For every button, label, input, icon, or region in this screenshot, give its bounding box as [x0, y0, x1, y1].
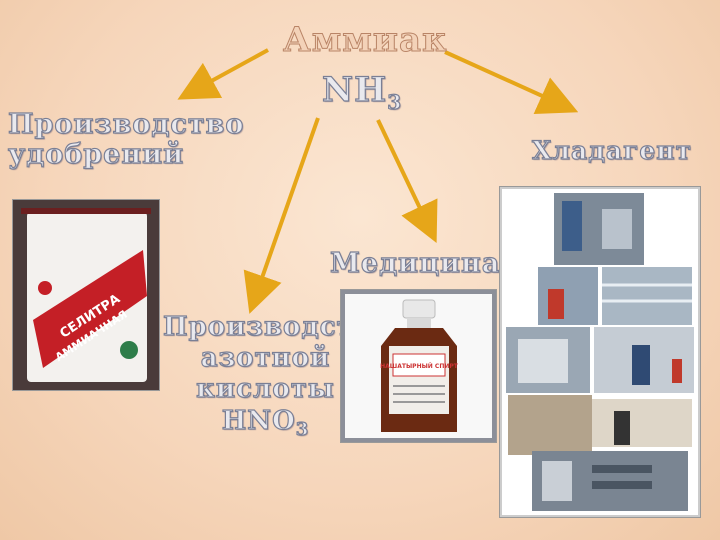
- fertilizer-packet-image: СЕЛИТРА АММИАЧНАЯ: [13, 200, 159, 390]
- node-coolant: Хладагент: [532, 137, 692, 165]
- node-fertilizer: Производство удобрений: [8, 110, 244, 169]
- arrow-to-medicine: [378, 120, 428, 225]
- node-medicine: Медицина: [330, 249, 500, 279]
- warehouse-collage-image: [502, 189, 698, 515]
- ammonia-formula: NH3: [322, 72, 402, 113]
- node-nitric-line3: кислоты: [163, 374, 368, 405]
- medicine-photo: НАШАТЫРНЫЙ СПИРТ: [341, 290, 496, 442]
- node-fertilizer-line1: Производство: [8, 110, 244, 140]
- node-nitric-line2: азотной: [163, 343, 368, 374]
- node-nitric-line1: Производство: [163, 312, 368, 343]
- nitric-formula-sub: 3: [296, 419, 310, 440]
- diagram-title: Аммиак: [283, 22, 448, 59]
- nitric-formula: HNO: [222, 406, 296, 436]
- node-nitric-line4: HNO3: [163, 406, 368, 441]
- arrow-to-nitric: [256, 118, 318, 295]
- arrow-to-coolant: [445, 52, 560, 104]
- arrow-to-fertilizer: [195, 50, 268, 90]
- fertilizer-photo: СЕЛИТРА АММИАЧНАЯ: [13, 200, 159, 390]
- node-nitric-acid: Производство азотной кислоты HNO3: [163, 312, 368, 440]
- coolant-photo-collage: [500, 187, 700, 517]
- ammonia-bottle-image: НАШАТЫРНЫЙ СПИРТ: [345, 294, 492, 438]
- bottle-label: НАШАТЫРНЫЙ СПИРТ: [380, 362, 459, 370]
- formula-main: NH: [322, 70, 387, 110]
- node-fertilizer-line2: удобрений: [8, 140, 244, 170]
- formula-sub: 3: [387, 90, 402, 114]
